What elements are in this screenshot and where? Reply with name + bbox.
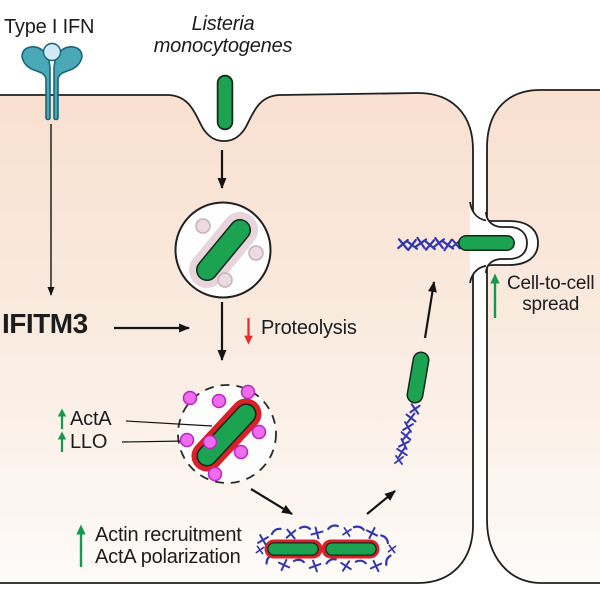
listeria-label: Listeria monocytogenes — [132, 13, 314, 57]
acta-label-text: ActA — [70, 408, 112, 430]
neighbor-cell-membrane — [486, 89, 600, 584]
increase-arrow-icon — [490, 273, 500, 318]
flow-arrows — [47, 124, 437, 515]
actin-recruitment-label: Actin recruitment ActA polarization — [75, 524, 242, 568]
arrow-division-to-comet — [366, 490, 396, 515]
ifitm3-label: IFITM3 — [2, 308, 88, 339]
llo-label-text: LLO — [70, 431, 108, 453]
llo-dots — [179, 384, 267, 482]
increase-arrow-icon — [57, 408, 67, 429]
host-cell-membrane — [0, 92, 474, 584]
decrease-arrow-icon — [244, 318, 253, 345]
type-i-ifn-label: Type I IFN — [4, 16, 95, 38]
llo-pointer-line — [121, 440, 187, 443]
actin-recruitment-line1: Actin recruitment — [95, 524, 242, 546]
proteolysis-label-text: Proteolysis — [261, 317, 357, 339]
arrow-vacuole-to-division — [250, 488, 293, 515]
phagosome-vesicle-dots — [195, 218, 264, 288]
protrusion-bacterium — [397, 235, 515, 252]
increase-arrow-icon — [76, 524, 86, 567]
increase-arrow-icon — [57, 431, 67, 452]
actin-comet-bacterium — [394, 351, 430, 465]
acta-label: ActA — [57, 408, 112, 430]
phagosome-vacuole — [174, 201, 272, 299]
arrow-comet-to-protrusion — [423, 281, 437, 339]
spread-label-line2: spread — [522, 294, 580, 315]
damaged-vacuole — [121, 384, 277, 484]
type-i-ifn-receptor-icon — [21, 42, 83, 121]
dividing-bacteria-actin-cloud — [255, 523, 397, 573]
llo-label: LLO — [57, 431, 107, 453]
actin-recruitment-line2: ActA polarization — [95, 546, 241, 568]
acta-coated-bacterium — [191, 398, 262, 472]
listeria-label-line1: Listeria — [191, 13, 255, 35]
phagosome-bacterium — [196, 219, 251, 281]
proteolysis-label: Proteolysis — [243, 317, 357, 345]
listeria-label-line2: monocytogenes — [153, 35, 293, 57]
spread-label-line1: Cell-to-cell — [507, 273, 595, 294]
ifn-ligand-icon — [42, 42, 62, 62]
acta-pointer-line — [125, 420, 213, 427]
cell-to-cell-spread-label: Cell-to-cell spread — [489, 273, 595, 319]
